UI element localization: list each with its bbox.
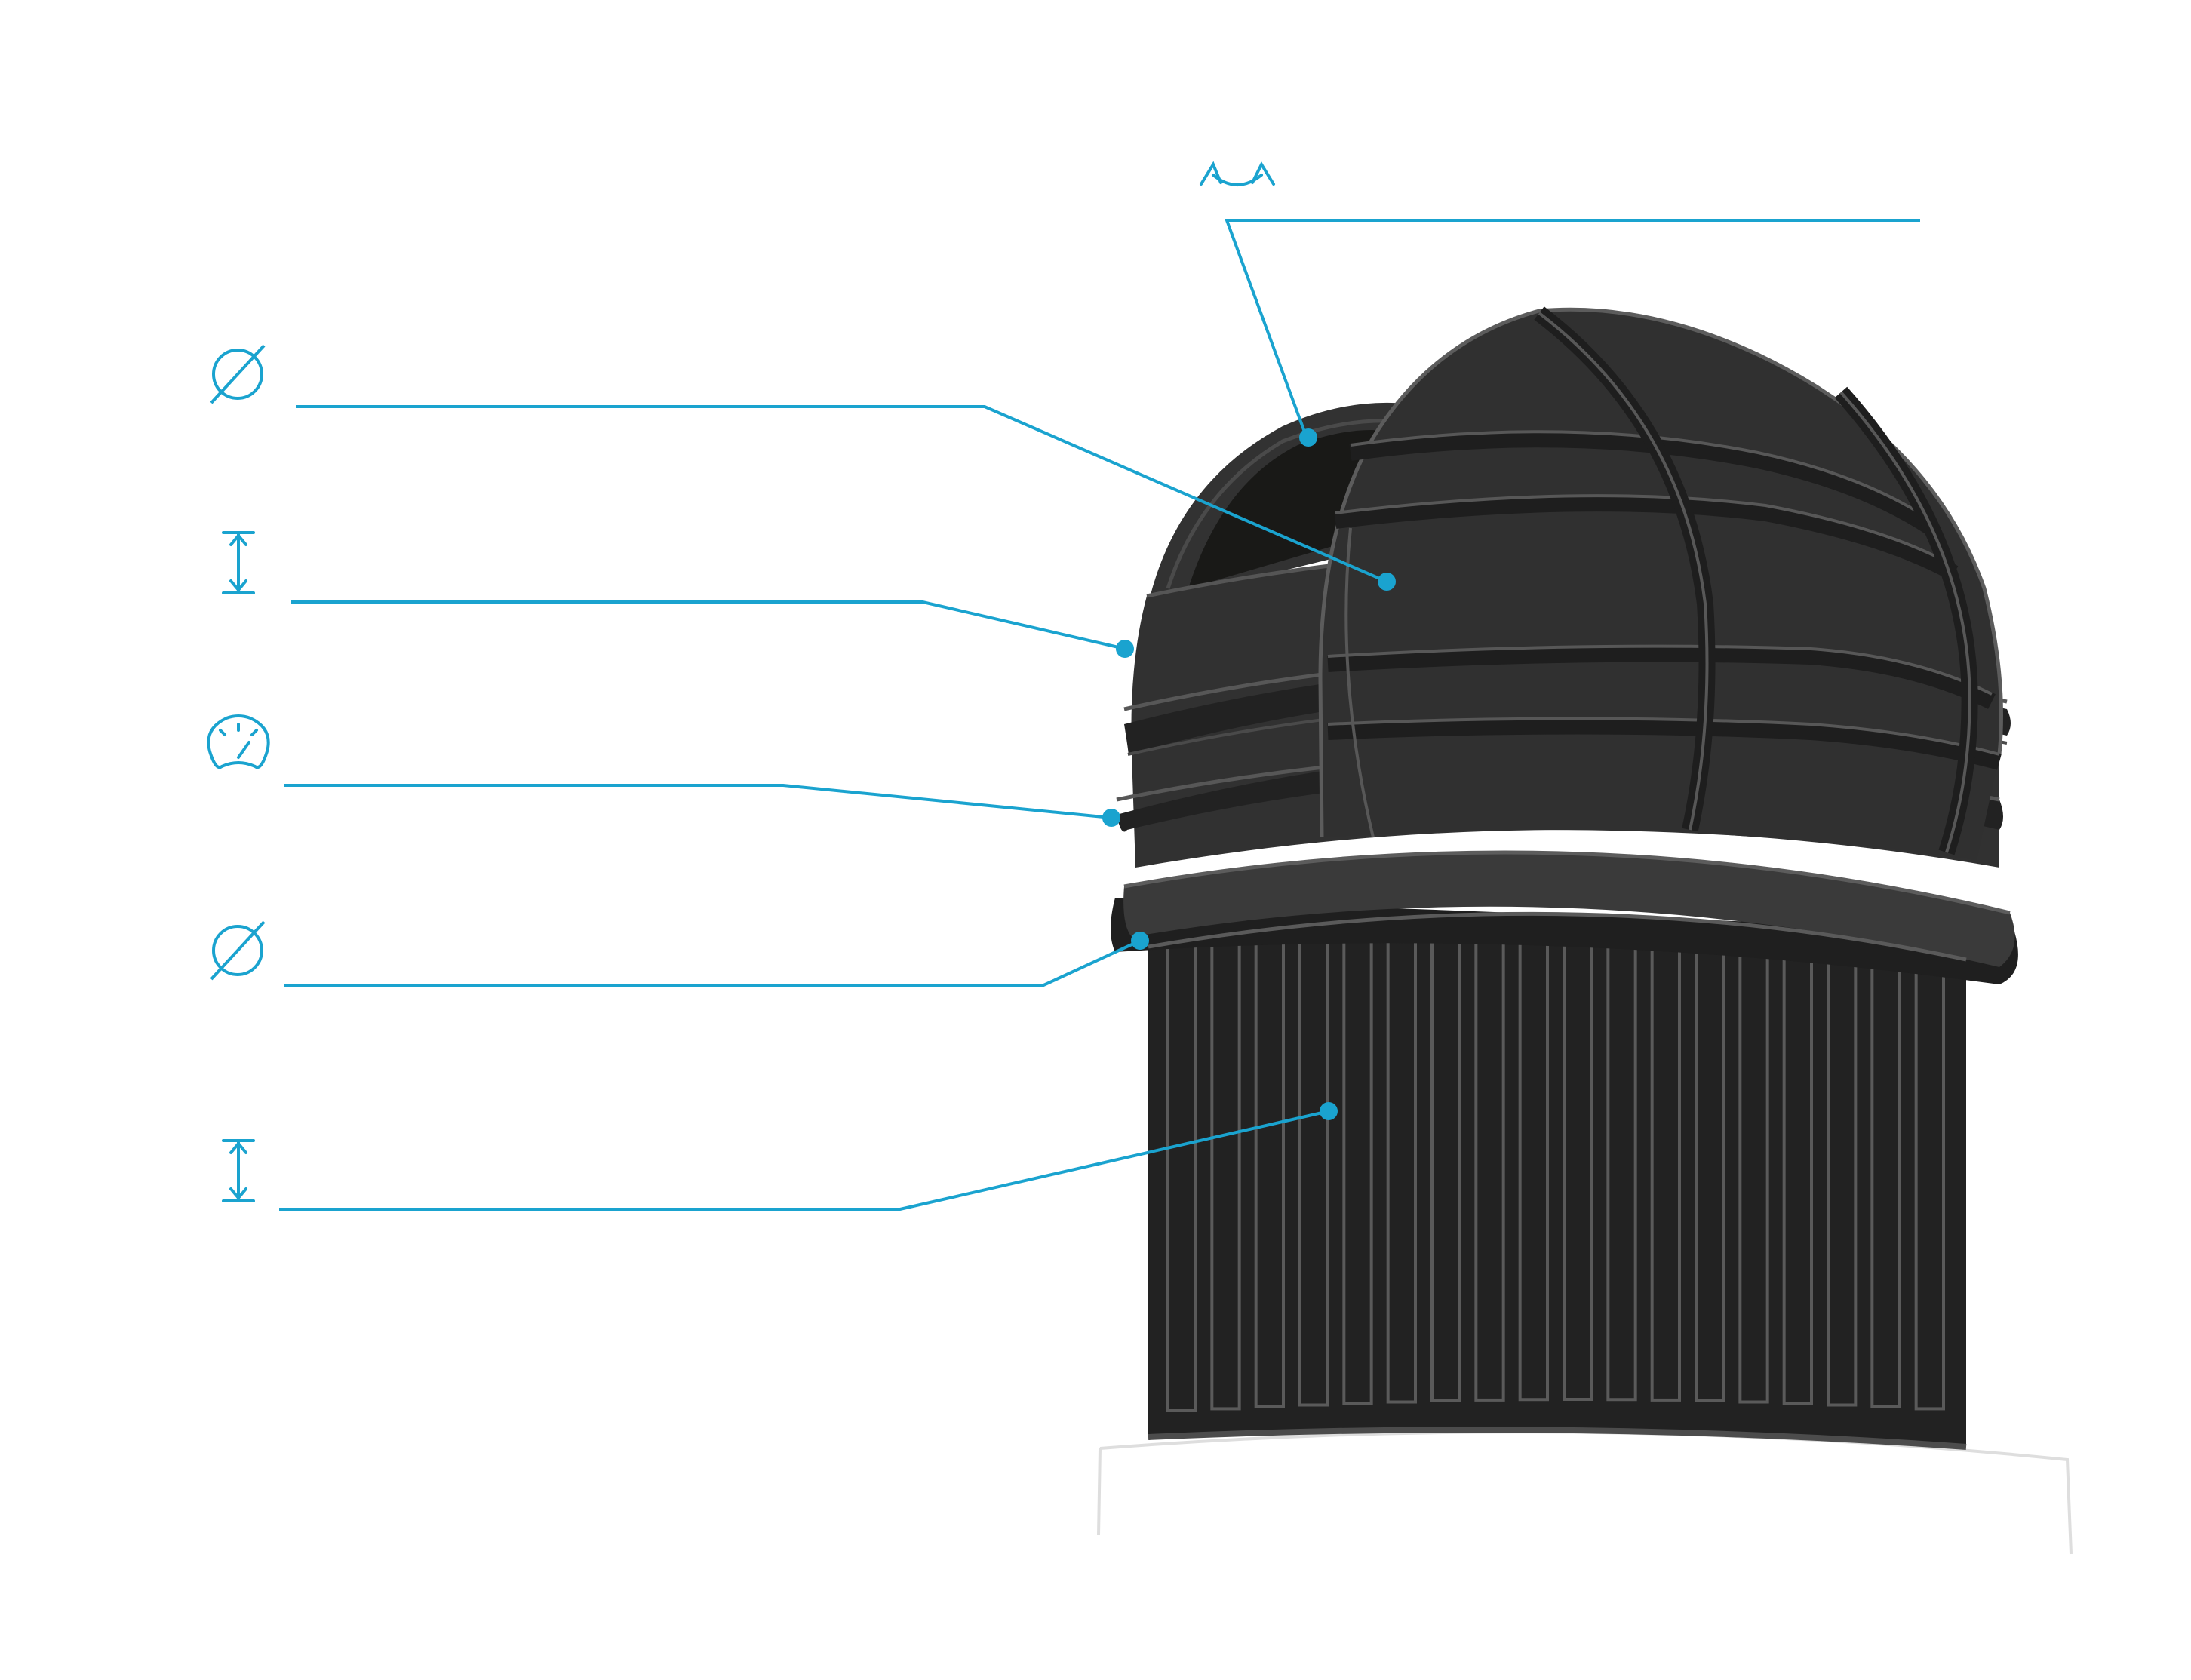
dot-dome-diameter bbox=[1378, 573, 1396, 591]
leader-dome-diameter bbox=[296, 405, 1387, 583]
leader-speed bbox=[284, 784, 1112, 819]
dome-base-ring bbox=[1111, 850, 2018, 984]
dot-base-diameter bbox=[1131, 932, 1149, 950]
leader-base-height bbox=[279, 1110, 1329, 1211]
leader-dome-height bbox=[291, 600, 1126, 650]
rotation-arrows-icon bbox=[1200, 161, 1275, 186]
leader-base-diameter bbox=[284, 939, 1141, 987]
dot-base-height bbox=[1320, 1102, 1338, 1120]
diameter-icon bbox=[210, 344, 266, 404]
dot-rotation bbox=[1299, 428, 1317, 447]
dot-speed bbox=[1102, 809, 1120, 827]
speedometer-icon bbox=[207, 714, 270, 769]
diameter-icon bbox=[210, 920, 266, 981]
cylinder-base bbox=[1148, 923, 1967, 1450]
dome bbox=[1116, 306, 2011, 868]
pedestal-outline bbox=[1097, 1430, 2073, 1555]
callout-dots bbox=[1102, 428, 1396, 1120]
callout-leaders bbox=[279, 219, 1920, 1211]
leader-rotation bbox=[1225, 219, 1920, 443]
dot-dome-height bbox=[1116, 640, 1134, 658]
height-arrows-icon bbox=[222, 531, 255, 594]
height-arrows-icon bbox=[222, 1139, 255, 1202]
